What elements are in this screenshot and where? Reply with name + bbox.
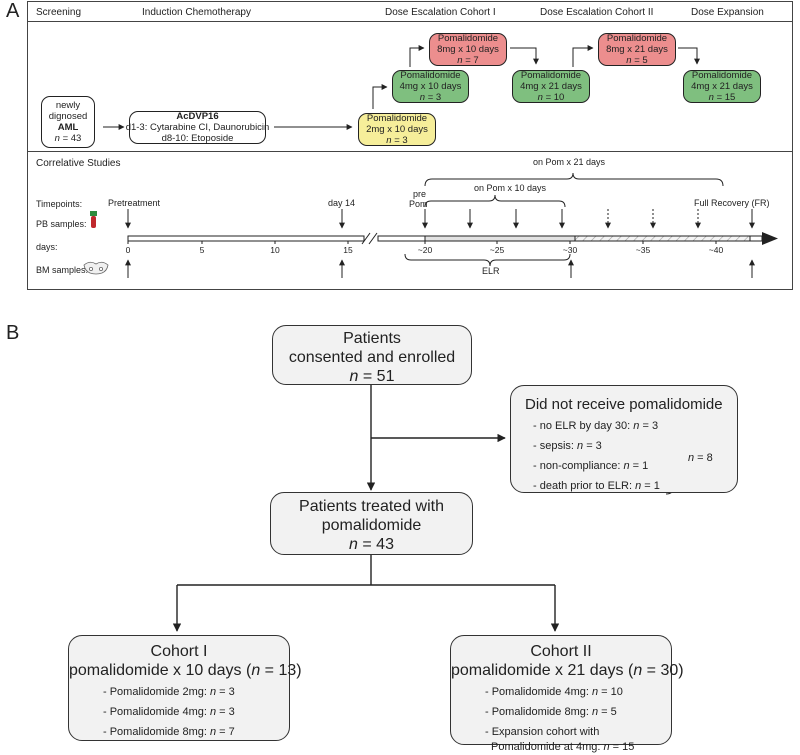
cohort2-box: Cohort II pomalidomide x 21 days (n = 30… [450,635,684,753]
bm-samples-label: BM samples: [36,265,89,275]
cohort2-item: - Pomalidomide 8mg: n = 5 [485,706,617,718]
tick-label: ~30 [562,245,578,255]
correlative-divider [27,151,793,152]
blood-tube-icon [90,211,97,228]
panel-b-label: B [6,322,20,344]
pretreatment-label: Pretreatment [108,198,161,208]
treated-box: Patients treated with pomalidomide n = 4… [270,492,473,555]
phase-cohort-2: Dose Escalation Cohort II [540,7,654,18]
exclusion-item: - death prior to ELR: n = 1 [533,480,660,492]
exclusion-item: - sepsis: n = 3 [533,440,602,452]
tick-label: 10 [270,245,280,255]
phase-induction: Induction Chemotherapy [142,7,251,18]
elr-label: ELR [482,266,500,276]
enrolled-box: Patients consented and enrolled n = 51 [272,325,472,385]
exclusion-total: n = 8 [688,452,713,464]
phase-screening: Screening [36,7,82,18]
exclusion-item: - non-compliance: n = 1 [533,460,649,472]
tick-label: 15 [343,245,353,255]
pre-pom-label-2: Pom [409,199,428,209]
cohort1-box: Cohort I pomalidomide x 10 days (n = 13)… [68,635,302,741]
cohort1-8mg-box: Pomalidomide 8mg x 10 days n = 7 [429,33,507,66]
correlative-title: Correlative Studies [36,158,121,169]
cohort1-2mg-box: Pomalidomide 2mg x 10 days n = 3 [358,113,436,146]
days-label: days: [36,242,58,252]
tick-label: ~20 [417,245,433,255]
not-received-box: Did not receive pomalidomide - no ELR by… [510,385,738,493]
cohort1-4mg-box: Pomalidomide 4mg x 10 days n = 3 [392,70,469,103]
pelvis-icon [83,261,109,275]
tick-label: ~35 [635,245,651,255]
cohort2-4mg-box: Pomalidomide 4mg x 21 days n = 10 [512,70,590,103]
expansion-4mg-box: Pomalidomide 4mg x 21 days n = 15 [683,70,761,103]
exclusion-item: - no ELR by day 30: n = 3 [533,420,659,432]
panel-a-frame [27,1,793,290]
tick-label: 0 [125,245,131,255]
on-pom-21-label: on Pom x 21 days [533,157,606,167]
day14-label: day 14 [328,198,356,208]
phase-expansion: Dose Expansion [691,7,764,18]
on-pom-10-label: on Pom x 10 days [474,183,547,193]
full-recovery-label: Full Recovery (FR) [694,198,770,208]
phase-header-divider [27,21,793,22]
cohort2-8mg-box: Pomalidomide 8mg x 21 days n = 5 [598,33,676,66]
aml-box: newly dignosed AML n = 43 [41,96,95,148]
pb-samples-label: PB samples: [36,219,87,229]
pre-pom-label-1: pre [413,189,427,199]
cohort2-item: Pomalidomide at 4mg: n = 15 [491,741,635,753]
induction-box: AcDVP16 d1-3: Cytarabine CI, Daunorubici… [125,111,270,144]
timeline-axis [127,232,778,245]
tick-label: 5 [199,245,205,255]
tick-label: ~25 [489,245,505,255]
tick-label: ~40 [708,245,724,255]
timepoints-label: Timepoints: [36,199,83,209]
panel-a-label: A [6,0,20,22]
cohort2-item: - Pomalidomide 4mg: n = 10 [485,686,623,698]
phase-cohort-1: Dose Escalation Cohort I [385,7,496,18]
cohort1-item: - Pomalidomide 4mg: n = 3 [103,706,235,718]
cohort1-item: - Pomalidomide 2mg: n = 3 [103,686,235,698]
cohort1-item: - Pomalidomide 8mg: n = 7 [103,726,235,738]
cohort2-item: - Expansion cohort with [485,726,600,738]
